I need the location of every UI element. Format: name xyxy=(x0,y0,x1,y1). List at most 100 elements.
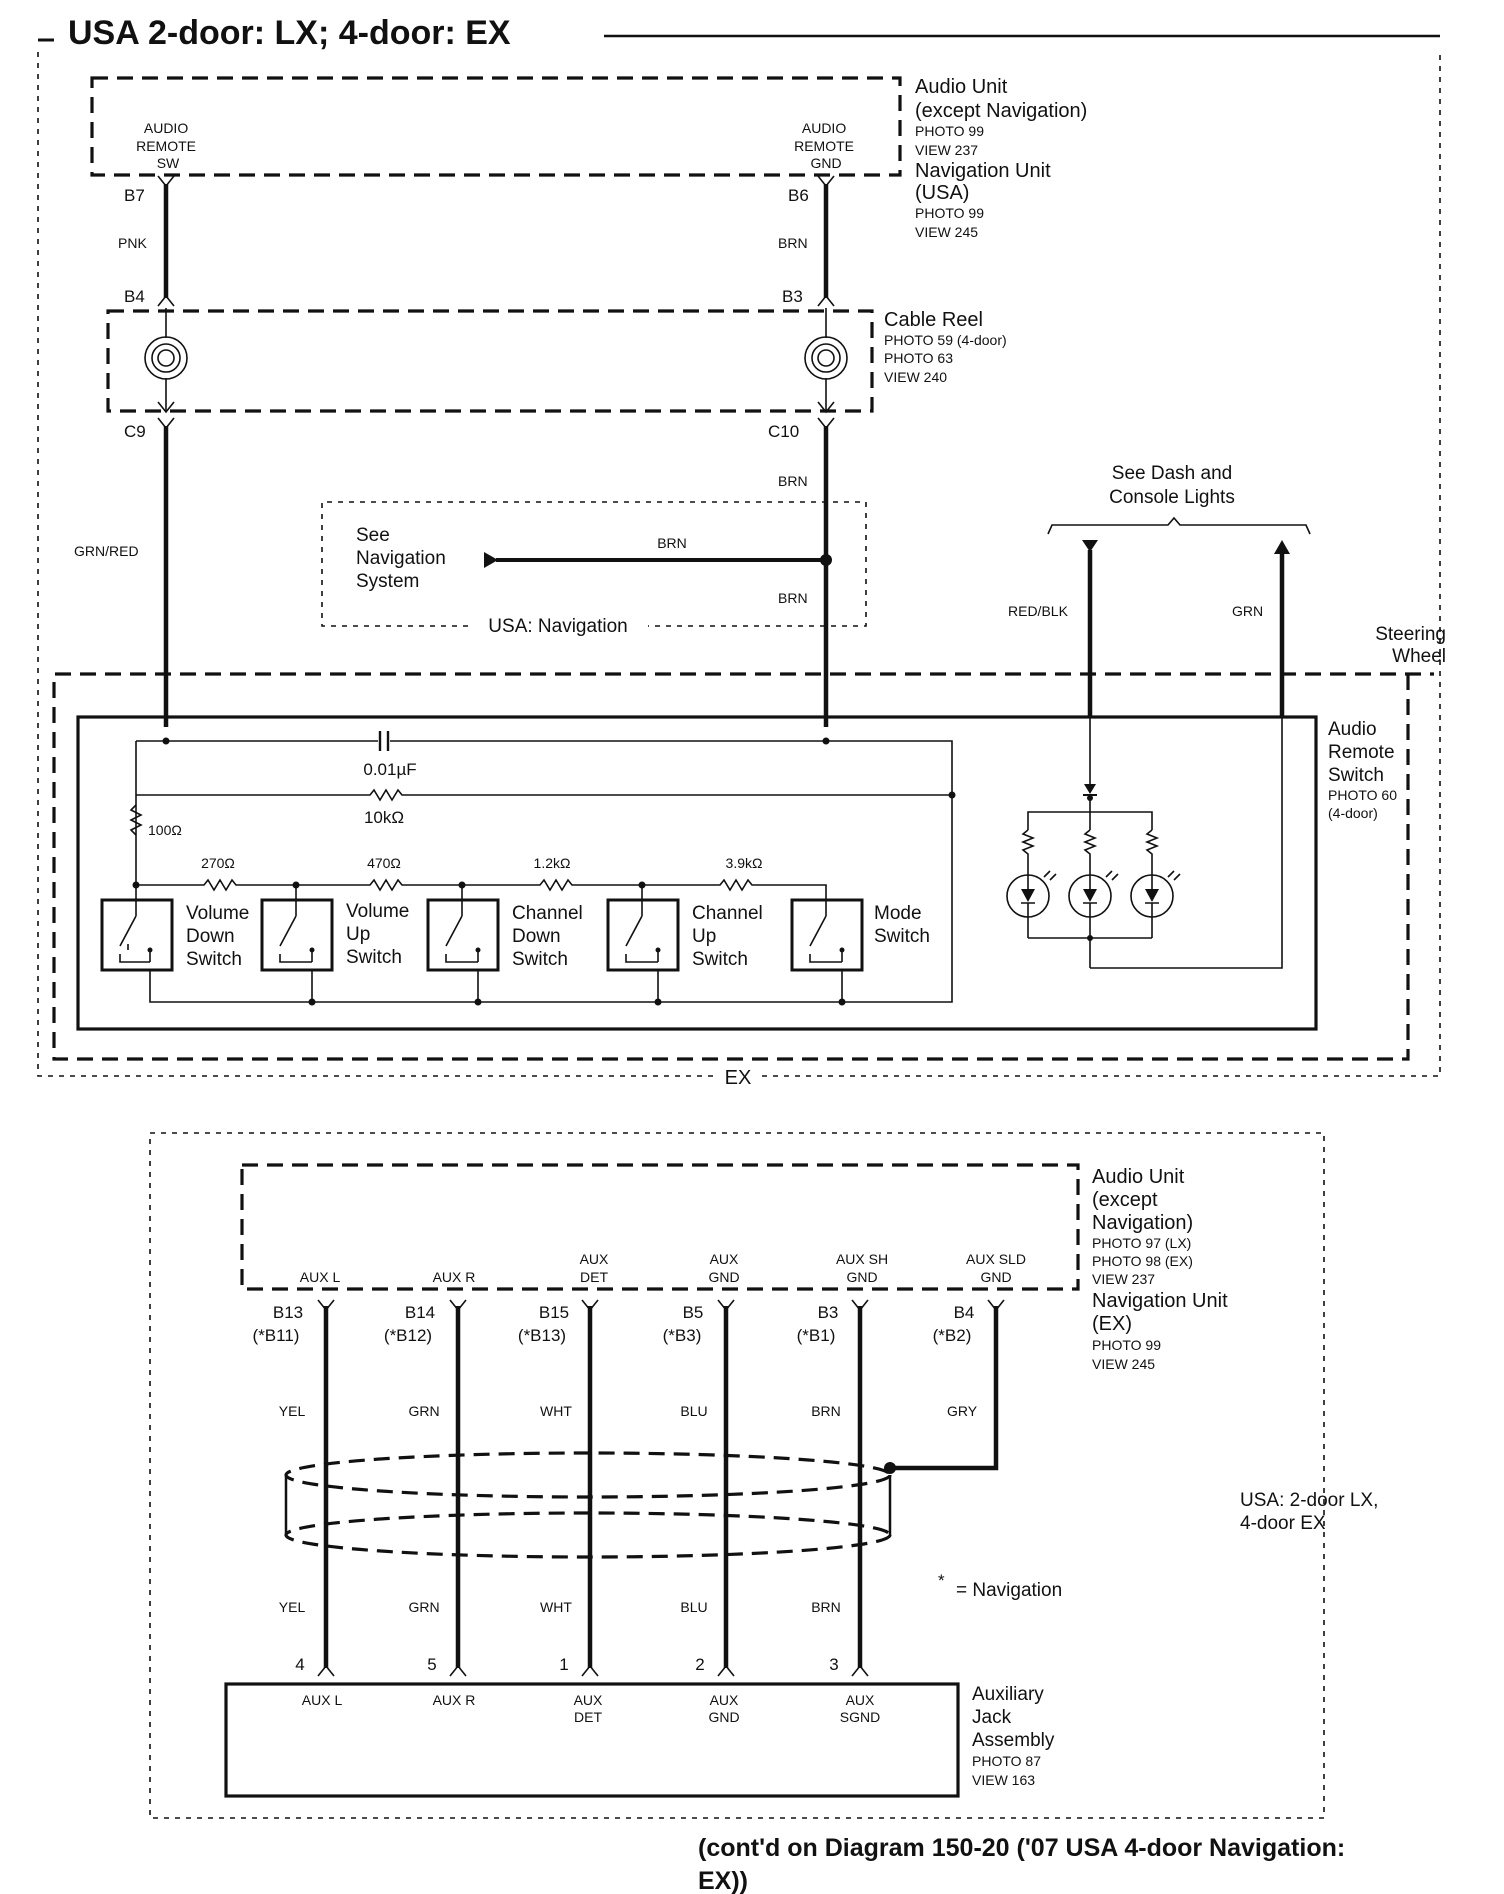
terminal-audio-remote-gnd: AUDIO REMOTE GND xyxy=(794,120,858,171)
svg-text:GRY: GRY xyxy=(947,1403,978,1419)
audio-unit-label: Audio Unit (except Navigation) PHOTO 99 … xyxy=(915,76,1087,240)
svg-text:Console Lights: Console Lights xyxy=(1109,487,1235,508)
switch-label-channel-up: Channel Up Switch xyxy=(692,903,763,970)
svg-text:2: 2 xyxy=(695,1655,704,1674)
svg-text:Jack: Jack xyxy=(972,1707,1012,1728)
svg-text:Down: Down xyxy=(186,926,235,947)
aux-channel-aux-gnd: AUX GND B5 (*B3) xyxy=(663,1251,740,1345)
svg-text:(*B3): (*B3) xyxy=(663,1326,702,1345)
wire-label-grn-red: GRN/RED xyxy=(74,543,139,559)
svg-text:VIEW 240: VIEW 240 xyxy=(884,369,947,385)
ex-label: EX xyxy=(725,1067,752,1089)
svg-text:AUX: AUX xyxy=(580,1251,609,1267)
continued-note: (cont'd on Diagram 150-20 ('07 USA 4-doo… xyxy=(698,1834,1352,1894)
aux-channel-aux-sld-gnd: AUX SLD GND B4 (*B2) xyxy=(933,1251,1026,1345)
cable-reel-coil-right xyxy=(804,308,848,414)
bottom-audio-unit-box xyxy=(240,1163,1080,1291)
svg-text:GND: GND xyxy=(980,1269,1011,1285)
see-dash-bracket xyxy=(1047,516,1311,535)
svg-text:Cable Reel: Cable Reel xyxy=(884,309,983,331)
usa-navigation-box xyxy=(321,501,867,627)
resistor-3k9-label: 3.9kΩ xyxy=(726,855,763,871)
svg-text:(EX): (EX) xyxy=(1092,1313,1132,1335)
svg-text:VIEW 237: VIEW 237 xyxy=(915,142,978,158)
audio-remote-switch-label: Audio Remote Switch PHOTO 60 (4-door) xyxy=(1328,719,1397,821)
capacitor-label: 0.01µF xyxy=(363,760,416,779)
svg-text:Remote: Remote xyxy=(1328,742,1395,763)
aux-channel-aux-r: AUX R B14 (*B12) xyxy=(384,1269,475,1345)
arrow-red-blk xyxy=(1082,540,1098,552)
svg-text:Wheel: Wheel xyxy=(1392,646,1446,667)
svg-text:Mode: Mode xyxy=(874,903,922,924)
page-title: USA 2-door: LX; 4-door: EX xyxy=(68,14,511,52)
svg-text:USA: 2-door LX,: USA: 2-door LX, xyxy=(1240,1490,1378,1511)
arrow-grn xyxy=(1274,540,1290,554)
svg-text:BLU: BLU xyxy=(680,1599,707,1615)
svg-text:DET: DET xyxy=(580,1269,608,1285)
remote-switch-circuit xyxy=(129,731,956,1006)
navigation-note: = Navigation xyxy=(956,1580,1062,1601)
svg-text:GND: GND xyxy=(708,1269,739,1285)
wire-label-brn-1: BRN xyxy=(778,235,808,251)
resistor-470-label: 470Ω xyxy=(367,855,401,871)
usa-lx-ex-frame xyxy=(149,1132,1325,1819)
auxiliary-jack-label: Auxiliary Jack Assembly PHOTO 87 VIEW 16… xyxy=(972,1684,1055,1788)
svg-text:Navigation Unit: Navigation Unit xyxy=(915,160,1051,182)
svg-text:AUX L: AUX L xyxy=(300,1269,341,1285)
jack-terminal-labels: AUX L AUX R AUX DET AUX GND AUX SGND xyxy=(302,1692,880,1725)
svg-text:(USA): (USA) xyxy=(915,182,969,204)
bottom-connectors-jack xyxy=(317,1664,869,1677)
switch-label-volume-down: Volume Down Switch xyxy=(186,903,249,970)
switch-label-channel-down: Channel Down Switch xyxy=(512,903,583,970)
svg-text:(*B13): (*B13) xyxy=(518,1326,566,1345)
jack-pin-numbers: 4 5 1 2 3 xyxy=(295,1655,838,1674)
svg-text:4-door EX: 4-door EX xyxy=(1240,1513,1326,1534)
svg-text:Audio Unit: Audio Unit xyxy=(915,76,1008,98)
wire-label-brn-nav: BRN xyxy=(657,535,687,551)
see-navigation-arrow xyxy=(484,552,498,568)
svg-text:3: 3 xyxy=(829,1655,838,1674)
svg-text:See Dash and: See Dash and xyxy=(1112,463,1232,484)
svg-text:Up: Up xyxy=(346,924,370,945)
bottom-wire-labels-upper: YEL GRN WHT BLU BRN GRY xyxy=(279,1403,978,1419)
indicator-leds xyxy=(1006,717,1283,969)
svg-text:B5: B5 xyxy=(683,1303,704,1322)
svg-text:B4: B4 xyxy=(954,1303,975,1322)
resistor-100-label: 100Ω xyxy=(148,822,182,838)
svg-text:GRN: GRN xyxy=(408,1599,439,1615)
see-dash-label: See Dash and Console Lights xyxy=(1109,463,1235,508)
svg-text:B13: B13 xyxy=(273,1303,303,1322)
usa-navigation-label: USA: Navigation xyxy=(488,616,627,637)
svg-text:GND: GND xyxy=(846,1269,877,1285)
usa-lx-ex-label: USA: 2-door LX, 4-door EX xyxy=(1240,1490,1378,1534)
ex-frame xyxy=(37,52,1441,1077)
pin-b3: B3 xyxy=(782,287,803,306)
switch-label-mode: Mode Switch xyxy=(874,903,930,947)
svg-text:GRN: GRN xyxy=(408,1403,439,1419)
switch-volume-down xyxy=(100,898,174,972)
switch-channel-up xyxy=(606,898,680,972)
svg-text:(except: (except xyxy=(1092,1189,1158,1211)
audio-unit-box xyxy=(90,76,902,177)
svg-text:Navigation: Navigation xyxy=(356,548,446,569)
switch-volume-up xyxy=(260,898,334,972)
svg-text:(*B12): (*B12) xyxy=(384,1326,432,1345)
wire-label-brn-3: BRN xyxy=(778,590,808,606)
aux-channel-aux-det: AUX DET B15 (*B13) xyxy=(518,1251,609,1345)
svg-text:Switch: Switch xyxy=(186,949,242,970)
shielded-cable xyxy=(284,1451,892,1559)
svg-text:Up: Up xyxy=(692,926,716,947)
cable-reel-box xyxy=(106,309,874,413)
pin-c9: C9 xyxy=(124,422,146,441)
resistor-1k2-label: 1.2kΩ xyxy=(534,855,571,871)
svg-text:BLU: BLU xyxy=(680,1403,707,1419)
svg-text:PHOTO 99: PHOTO 99 xyxy=(1092,1337,1161,1353)
svg-text:PHOTO 98 (EX): PHOTO 98 (EX) xyxy=(1092,1253,1193,1269)
svg-text:(*B2): (*B2) xyxy=(933,1326,972,1345)
steering-wheel-label: Steering Wheel xyxy=(1375,624,1446,667)
pin-c10: C10 xyxy=(768,422,799,441)
svg-text:System: System xyxy=(356,571,419,592)
svg-text:Audio Unit: Audio Unit xyxy=(1092,1166,1185,1188)
svg-text:Switch: Switch xyxy=(874,926,930,947)
